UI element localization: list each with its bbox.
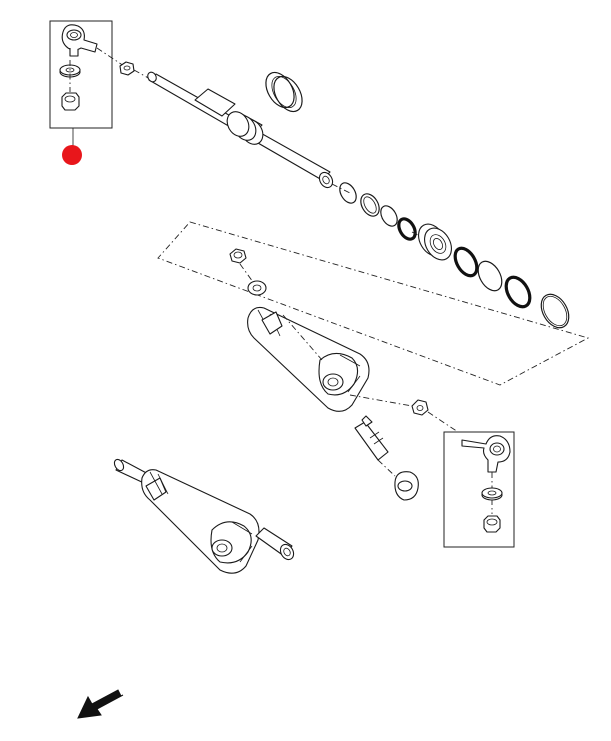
dust-boot: [394, 471, 419, 501]
gland-nut: [418, 223, 452, 261]
cylinder-barrel[interactable]: [247, 306, 370, 412]
jam-nut-lower: [411, 399, 429, 416]
grease-fitting: [354, 415, 389, 461]
selected-callout-marker[interactable]: [62, 145, 82, 165]
cap-washer: [247, 280, 267, 296]
piston-rings: [265, 71, 303, 113]
piston-rod[interactable]: [146, 71, 335, 190]
washer-right: [481, 487, 503, 501]
tie-rod-end-kit-right[interactable]: [443, 431, 515, 548]
kit-frame-right: [443, 431, 515, 548]
repair-kit-boundary: [157, 221, 590, 386]
grease-cap: [229, 248, 247, 264]
jam-nut-upper: [119, 61, 135, 76]
direction-arrow-icon: [77, 689, 124, 719]
tie-rod-end-kit-left[interactable]: [49, 20, 125, 146]
assembled-steering-cylinder[interactable]: [113, 458, 297, 574]
nut-left: [61, 92, 80, 111]
seal-kit: [339, 182, 570, 329]
tie-rod-ball-joint-right: [461, 435, 511, 473]
tie-rod-ball-joint-left: [61, 24, 125, 67]
nut-right: [483, 515, 501, 533]
kit-frame-left: [49, 20, 113, 129]
